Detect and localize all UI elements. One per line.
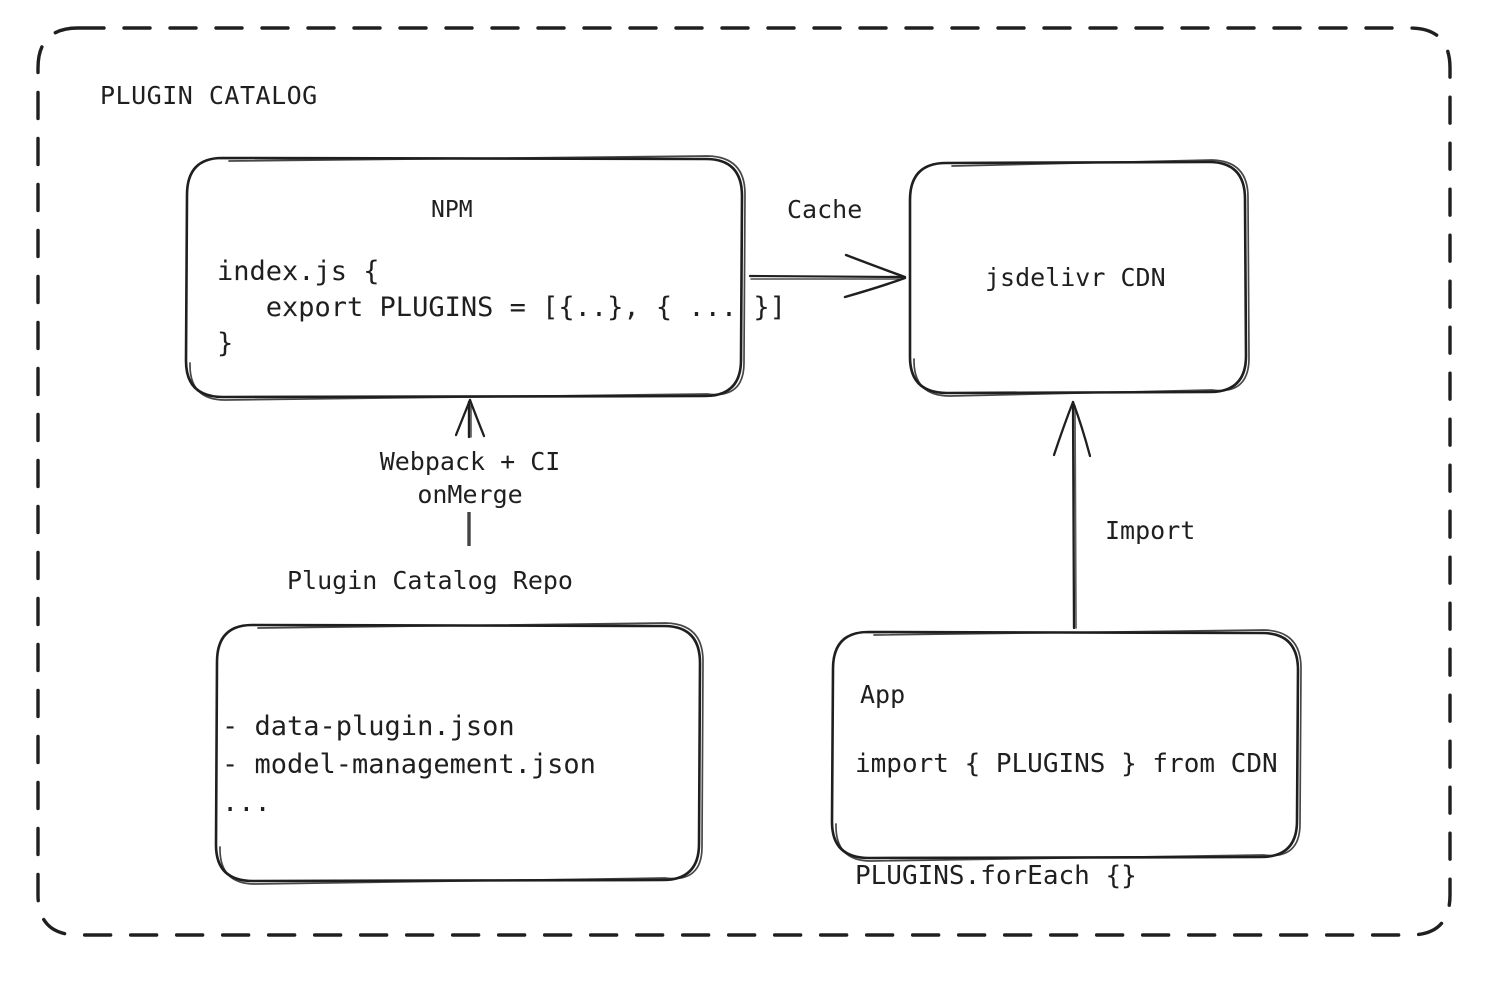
group-title: PLUGIN CATALOG <box>100 81 318 110</box>
webpack-ci-edge-label: Webpack + CI onMerge <box>379 447 561 509</box>
repo-node[interactable] <box>216 625 704 885</box>
app-node[interactable] <box>832 632 1302 860</box>
npm-node-title: NPM <box>431 197 473 223</box>
cdn-node-title: jsdelivr CDN <box>985 263 1166 292</box>
cache-edge-label: Cache <box>787 195 863 224</box>
npm-node-code: index.js { export PLUGINS = [{..}, { ...… <box>217 256 786 359</box>
repo-node-code: - data-plugin.json - model-management.js… <box>222 711 596 818</box>
import-arrow <box>1052 400 1092 630</box>
app-node-title: App <box>860 680 906 709</box>
cdn-node[interactable] <box>910 162 1250 394</box>
repo-node-label: Plugin Catalog Repo <box>287 566 573 595</box>
npm-node[interactable] <box>186 158 746 398</box>
import-edge-label: Import <box>1105 516 1196 545</box>
app-node-code: import { PLUGINS } from CDN PLUGINS.forE… <box>855 749 1278 891</box>
